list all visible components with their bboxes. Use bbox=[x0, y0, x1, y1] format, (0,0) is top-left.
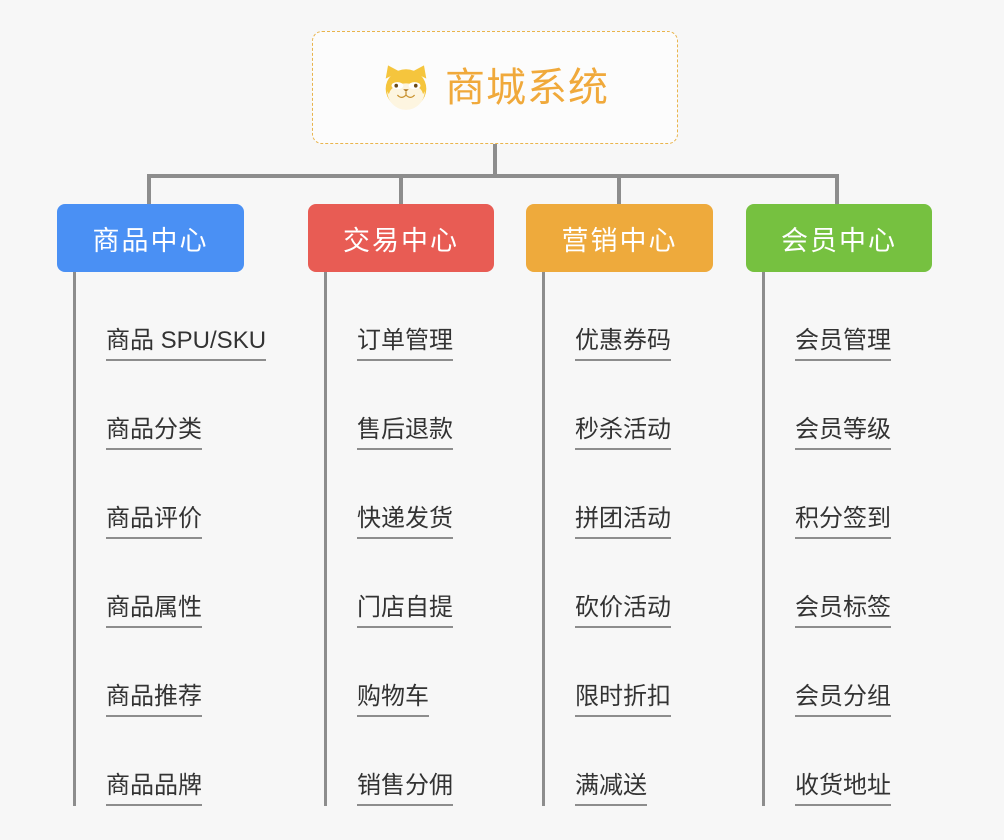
leaf-item[interactable]: 商品品牌 bbox=[76, 717, 266, 806]
leaf-item[interactable]: 收货地址 bbox=[765, 717, 891, 806]
branch-label-1: 交易中心 bbox=[343, 225, 459, 256]
branch-label-2: 营销中心 bbox=[561, 225, 678, 256]
leaf-list-1: 订单管理 售后退款 快递发货 门店自提 购物车 销售分佣 bbox=[324, 272, 453, 806]
branch-header-0[interactable]: 商品中心 bbox=[57, 204, 244, 272]
leaf-label: 会员分组 bbox=[795, 683, 891, 717]
leaf-label: 砍价活动 bbox=[575, 594, 671, 628]
leaf-label: 商品分类 bbox=[106, 416, 202, 450]
leaf-item[interactable]: 拼团活动 bbox=[545, 450, 671, 539]
leaf-item[interactable]: 商品评价 bbox=[76, 450, 266, 539]
leaf-item[interactable]: 会员分组 bbox=[765, 628, 891, 717]
branch-label-3: 会员中心 bbox=[781, 225, 897, 256]
leaf-label: 商品品牌 bbox=[106, 772, 202, 806]
branch-column-0: 商品中心 商品 SPU/SKU 商品分类 商品评价 商品属性 商品推荐 商品品牌 bbox=[57, 204, 267, 806]
leaf-item[interactable]: 快递发货 bbox=[327, 450, 453, 539]
branch-column-1: 交易中心 订单管理 售后退款 快递发货 门店自提 购物车 销售分佣 bbox=[308, 204, 494, 806]
leaf-label: 快递发货 bbox=[357, 505, 453, 539]
leaf-item[interactable]: 砍价活动 bbox=[545, 539, 671, 628]
leaf-list-2: 优惠券码 秒杀活动 拼团活动 砍价活动 限时折扣 满减送 bbox=[542, 272, 671, 806]
root-node[interactable]: 商城系统 bbox=[312, 31, 678, 144]
leaf-item[interactable]: 会员标签 bbox=[765, 539, 891, 628]
leaf-label: 会员等级 bbox=[795, 416, 891, 450]
leaf-list-0: 商品 SPU/SKU 商品分类 商品评价 商品属性 商品推荐 商品品牌 bbox=[73, 272, 267, 806]
leaf-item[interactable]: 商品推荐 bbox=[76, 628, 266, 717]
leaf-label: 商品属性 bbox=[106, 594, 202, 628]
leaf-list-3: 会员管理 会员等级 积分签到 会员标签 会员分组 收货地址 bbox=[762, 272, 891, 806]
leaf-item[interactable]: 销售分佣 bbox=[327, 717, 453, 806]
branch-header-1[interactable]: 交易中心 bbox=[308, 204, 494, 272]
leaf-label: 销售分佣 bbox=[357, 772, 453, 806]
leaf-item[interactable]: 购物车 bbox=[327, 628, 453, 717]
leaf-item[interactable]: 积分签到 bbox=[765, 450, 891, 539]
branch-label-0: 商品中心 bbox=[92, 225, 209, 256]
leaf-label: 会员标签 bbox=[795, 594, 891, 628]
leaf-label: 拼团活动 bbox=[575, 505, 671, 539]
leaf-label: 商品 SPU/SKU bbox=[106, 327, 267, 361]
leaf-item[interactable]: 售后退款 bbox=[327, 361, 453, 450]
leaf-item[interactable]: 会员管理 bbox=[765, 272, 891, 361]
leaf-label: 秒杀活动 bbox=[575, 416, 671, 450]
leaf-label: 积分签到 bbox=[795, 505, 891, 539]
shiba-dog-face-icon bbox=[385, 64, 427, 110]
leaf-item[interactable]: 订单管理 bbox=[327, 272, 453, 361]
leaf-label: 购物车 bbox=[357, 683, 429, 717]
leaf-item[interactable]: 优惠券码 bbox=[545, 272, 671, 361]
leaf-label: 商品评价 bbox=[106, 505, 202, 539]
leaf-label: 商品推荐 bbox=[106, 683, 202, 717]
leaf-label: 收货地址 bbox=[795, 772, 891, 806]
leaf-item[interactable]: 门店自提 bbox=[327, 539, 453, 628]
leaf-label: 优惠券码 bbox=[575, 327, 671, 361]
leaf-item[interactable]: 秒杀活动 bbox=[545, 361, 671, 450]
leaf-label: 满减送 bbox=[575, 772, 647, 806]
leaf-item[interactable]: 商品属性 bbox=[76, 539, 266, 628]
leaf-item[interactable]: 满减送 bbox=[545, 717, 671, 806]
branch-column-3: 会员中心 会员管理 会员等级 积分签到 会员标签 会员分组 收货地址 bbox=[746, 204, 932, 806]
root-title: 商城系统 bbox=[445, 65, 609, 110]
leaf-label: 售后退款 bbox=[357, 416, 453, 450]
branch-header-2[interactable]: 营销中心 bbox=[526, 204, 713, 272]
leaf-item[interactable]: 限时折扣 bbox=[545, 628, 671, 717]
branch-header-3[interactable]: 会员中心 bbox=[746, 204, 932, 272]
leaf-label: 会员管理 bbox=[795, 327, 891, 361]
branch-column-2: 营销中心 优惠券码 秒杀活动 拼团活动 砍价活动 限时折扣 满减送 bbox=[526, 204, 713, 806]
leaf-label: 门店自提 bbox=[357, 594, 453, 628]
leaf-label: 限时折扣 bbox=[575, 683, 671, 717]
leaf-item[interactable]: 商品 SPU/SKU bbox=[76, 272, 267, 361]
leaf-item[interactable]: 会员等级 bbox=[765, 361, 891, 450]
leaf-label: 订单管理 bbox=[357, 327, 453, 361]
leaf-item[interactable]: 商品分类 bbox=[76, 361, 266, 450]
